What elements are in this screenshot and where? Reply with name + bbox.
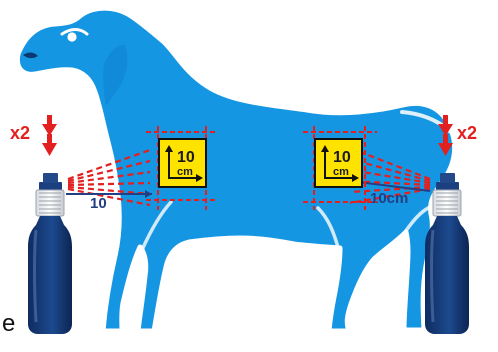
left-target-value: 10 bbox=[177, 149, 195, 166]
cropped-text-fragment: e bbox=[2, 310, 15, 337]
left-spray-bottle bbox=[28, 173, 72, 334]
right-repeat-label: x2 bbox=[457, 123, 477, 143]
left-repeat-marker: x2 bbox=[10, 115, 57, 156]
left-distance-label: 10 bbox=[90, 195, 107, 212]
right-target-value: 10 bbox=[333, 149, 351, 166]
dog-silhouette bbox=[17, 8, 459, 331]
right-target-unit: cm bbox=[333, 166, 349, 178]
right-repeat-marker: x2 bbox=[438, 115, 477, 156]
left-down-arrow-icon bbox=[42, 115, 57, 156]
left-repeat-label: x2 bbox=[10, 123, 30, 143]
right-distance-label: 10cm bbox=[370, 190, 408, 207]
left-target-unit: cm bbox=[177, 166, 193, 178]
